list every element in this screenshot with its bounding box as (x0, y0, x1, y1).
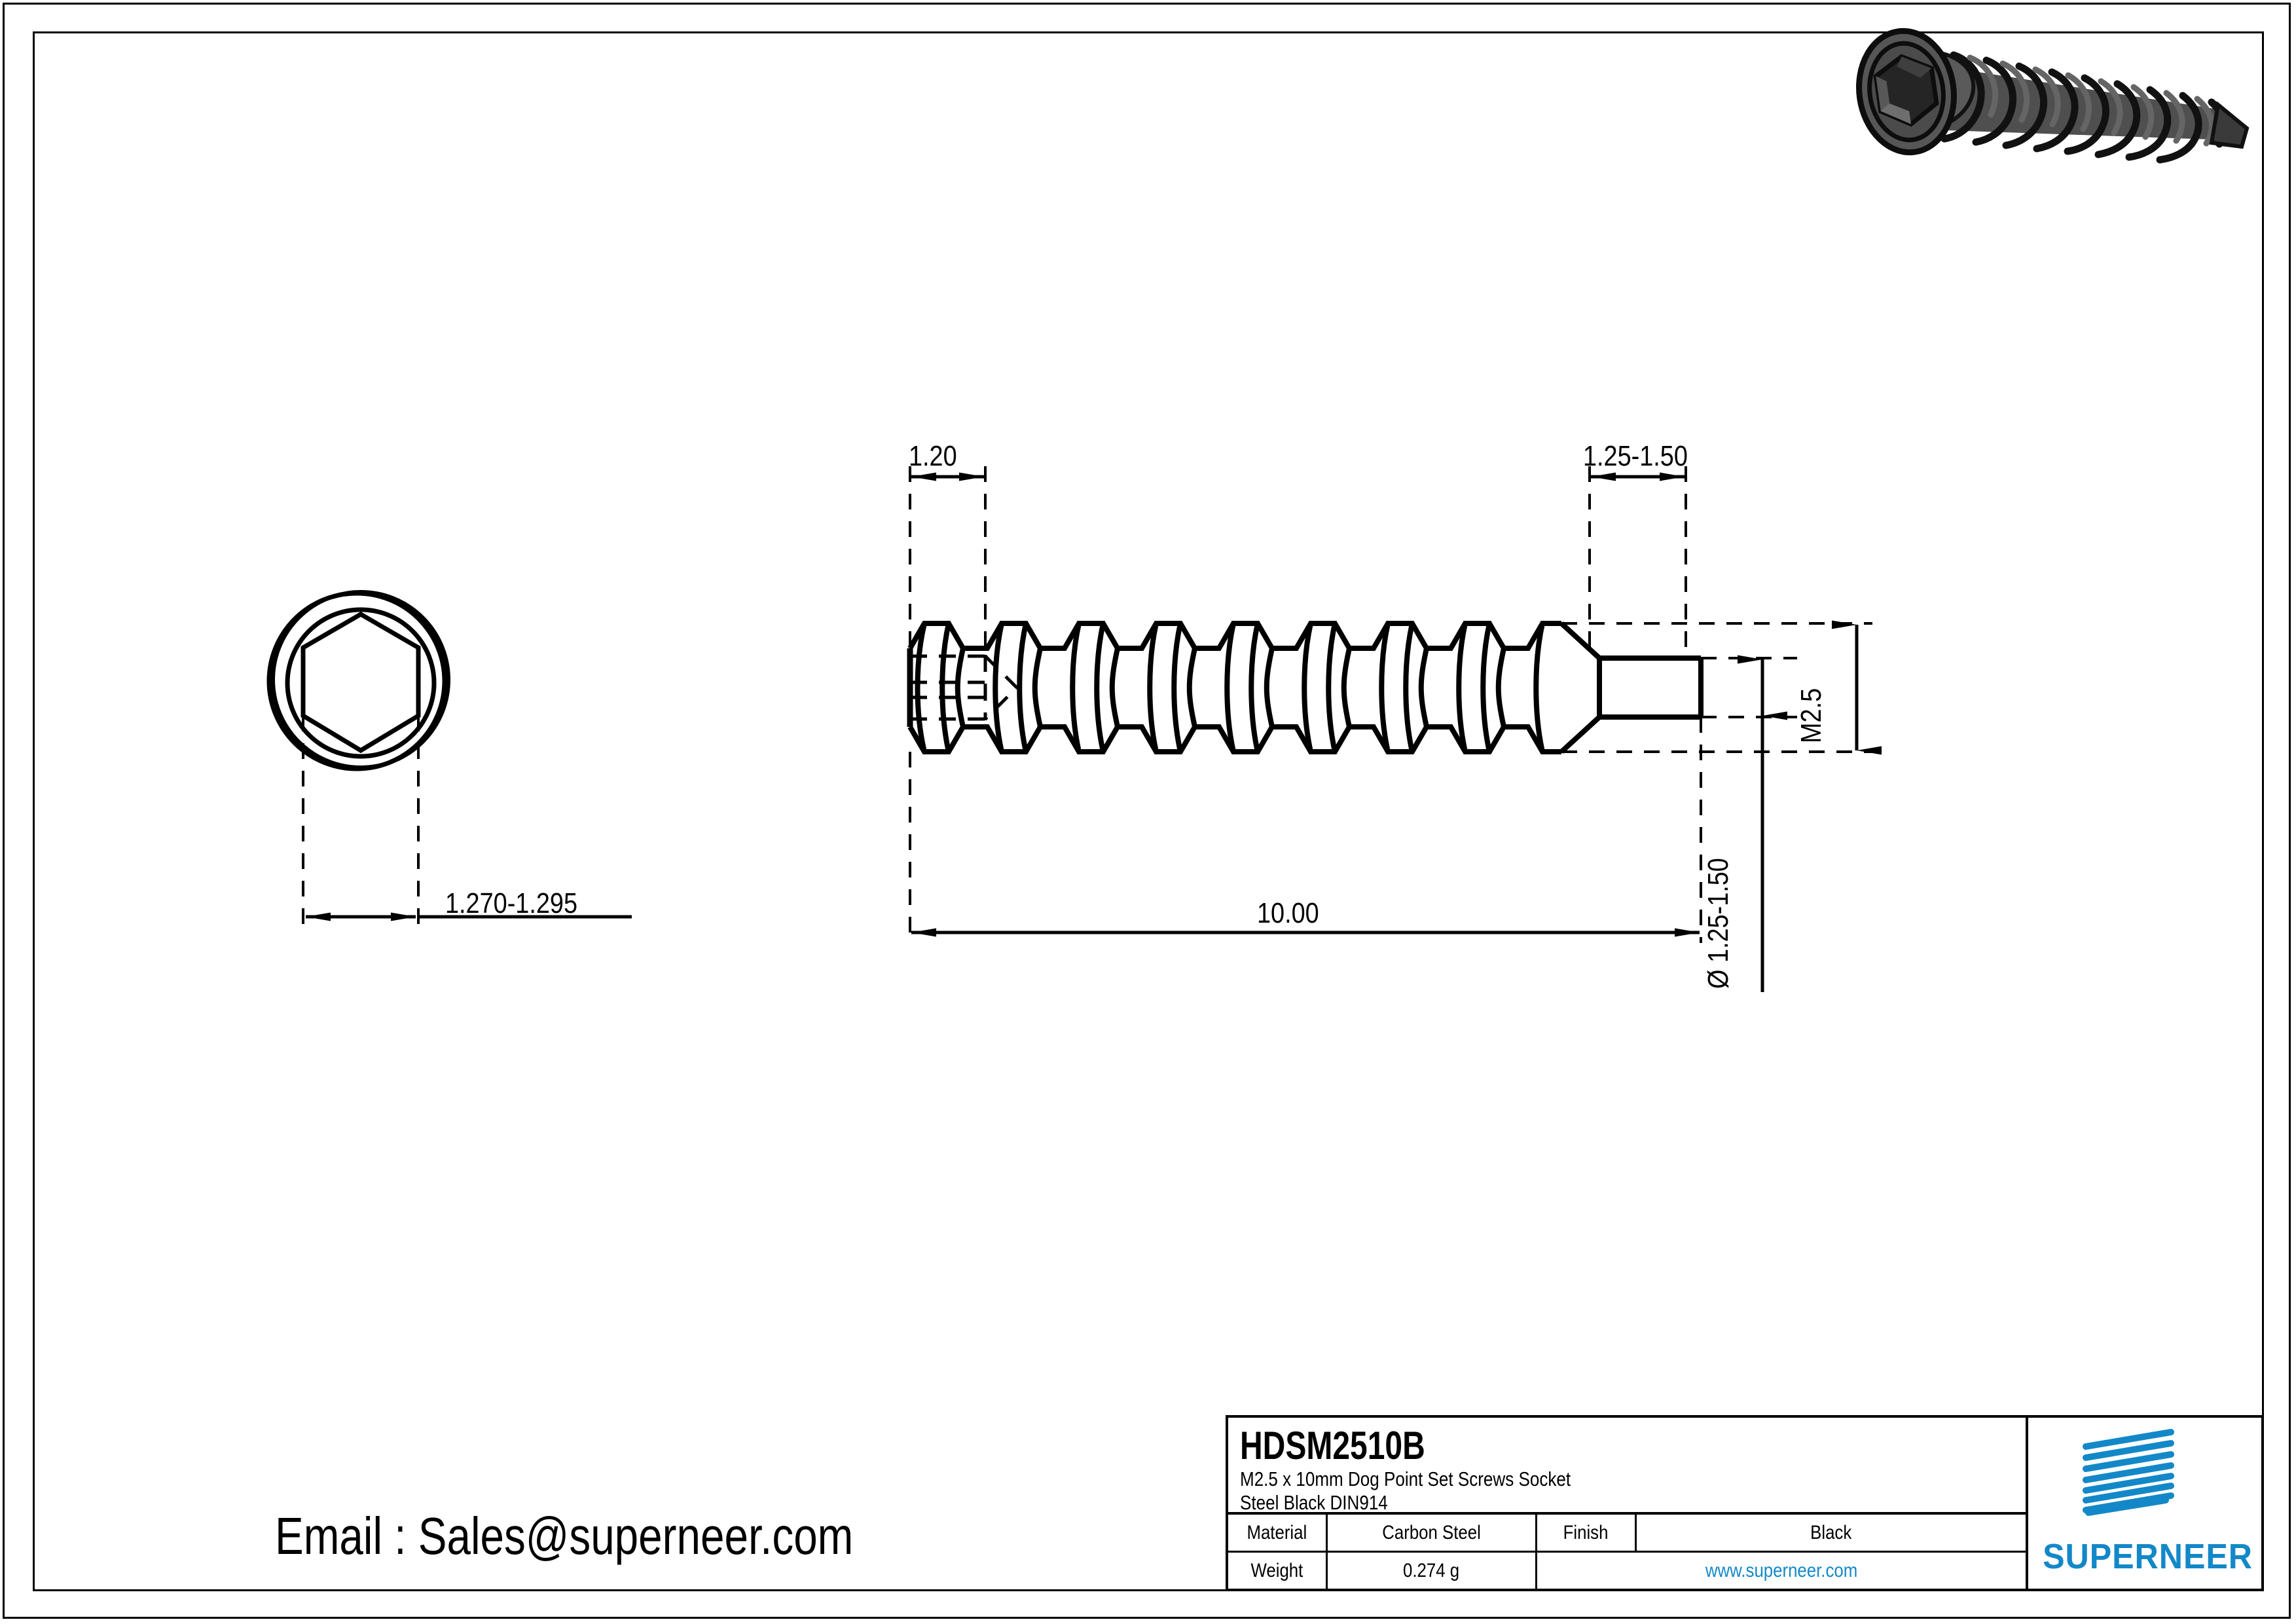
dimension-overall-length (909, 717, 1702, 943)
dimension-label-overall-length: 10.00 (1257, 897, 1319, 929)
sheet-outer-border (3, 3, 2291, 1619)
finish-value: Black (1637, 1515, 2026, 1551)
title-block-description-area: HDSM2510B M2.5 x 10mm Dog Point Set Scre… (1228, 1418, 2026, 1515)
dimension-label-dog-point-length: 1.25-1.50 (1583, 440, 1688, 472)
weight-value-text: 0.274 g (1403, 1559, 1460, 1581)
weight-label: Weight (1228, 1553, 1328, 1589)
website-link[interactable]: www.superneer.com (1537, 1553, 2026, 1589)
brand-wordmark: SUPERNEER (2043, 1537, 2253, 1576)
dimension-dog-point-diameter (1701, 655, 1797, 992)
dimension-label-thread-size: M2.5 (1795, 688, 1827, 743)
title-block-left: HDSM2510B M2.5 x 10mm Dog Point Set Scre… (1228, 1418, 2028, 1589)
dimension-thread-size (1561, 620, 1882, 755)
contact-email: Email : Sales@superneer.com (275, 1507, 854, 1565)
material-value-text: Carbon Steel (1382, 1521, 1481, 1543)
part-number: HDSM2510B (1240, 1424, 1425, 1467)
weight-value: 0.274 g (1328, 1553, 1537, 1589)
dimension-label-dog-point-diameter: Ø 1.25-1.50 (1702, 858, 1734, 989)
sheet-inner-frame (33, 31, 2264, 1591)
title-block-row-weight: Weight 0.274 g www.superneer.com (1228, 1553, 2026, 1589)
dimension-label-socket-depth: 1.20 (909, 440, 957, 472)
title-block: HDSM2510B M2.5 x 10mm Dog Point Set Scre… (1226, 1415, 2264, 1591)
end-view-hex-socket (266, 590, 632, 930)
part-description-line-2: Steel Black DIN914 (1240, 1491, 1388, 1514)
finish-label-text: Finish (1563, 1521, 1609, 1543)
title-block-row-material: Material Carbon Steel Finish Black (1228, 1515, 2026, 1553)
dimension-dog-point-length (1588, 466, 1687, 658)
part-description-line-1: M2.5 x 10mm Dog Point Set Screws Socket (1240, 1467, 1571, 1490)
side-view-threaded-body (907, 466, 1882, 992)
weight-label-text: Weight (1250, 1559, 1303, 1581)
dimension-label-socket-across-flats: 1.270-1.295 (445, 887, 577, 919)
brand-logo-area: SUPERNEER (2028, 1418, 2261, 1589)
material-value: Carbon Steel (1328, 1515, 1537, 1551)
material-label-text: Material (1247, 1521, 1307, 1543)
dimension-socket-depth (909, 466, 987, 655)
finish-label: Finish (1537, 1515, 1637, 1551)
website-link-text[interactable]: www.superneer.com (1705, 1559, 1858, 1581)
finish-value-text: Black (1810, 1521, 1852, 1543)
superneer-logo-icon (2083, 1429, 2174, 1516)
material-label: Material (1228, 1515, 1328, 1551)
isometric-render-set-screw (1856, 28, 2250, 164)
